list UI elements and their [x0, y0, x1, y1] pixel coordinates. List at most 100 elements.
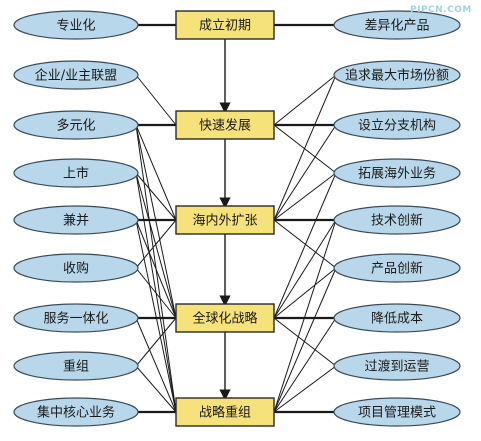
left-item-l1: 专业化 [13, 10, 139, 40]
connector-r7-s5 [273, 317, 337, 413]
oval-shape [13, 253, 139, 283]
oval-shape [13, 110, 139, 140]
connection-lines [135, 23, 337, 414]
oval-shape [13, 351, 139, 381]
left-item-l5: 兼并 [13, 205, 139, 235]
connector-l6-s4 [135, 267, 177, 319]
oval-shape [13, 205, 139, 235]
connector-r5-s4 [273, 219, 337, 319]
connector-l5-s4 [135, 219, 177, 319]
connector-l6-s3 [135, 219, 177, 269]
oval-label: 服务一体化 [43, 311, 108, 327]
left-item-l2: 企业/业主联盟 [13, 60, 139, 90]
right-item-r4: 拓展海外业务 [333, 158, 461, 188]
stage-box-shape [175, 303, 275, 333]
right-item-r7: 降低成本 [333, 303, 461, 333]
stage-label: 全球化战略 [192, 311, 257, 327]
oval-label: 集中核心业务 [37, 405, 115, 421]
connector-l4-s4 [135, 172, 177, 319]
oval-shape [333, 253, 461, 283]
oval-shape [13, 60, 139, 90]
oval-label: 差异化产品 [364, 19, 429, 34]
oval-shape [333, 397, 461, 427]
connector-r6-s4 [273, 267, 337, 319]
connector-r4-s3 [273, 172, 337, 221]
connector-r8-s5 [273, 365, 337, 413]
oval-label: 兼并 [63, 214, 89, 229]
watermark: PIPCN.COM [410, 5, 472, 15]
oval-shape [333, 10, 461, 40]
stage-label: 成立初期 [199, 19, 251, 34]
stage-box-s4: 全球化战略 [175, 303, 275, 333]
left-item-l8: 重组 [13, 351, 139, 381]
connector-r5-s5 [273, 219, 337, 413]
oval-shape [13, 10, 139, 40]
oval-label: 追求最大市场份额 [345, 68, 449, 84]
connector-r2-s2 [273, 74, 337, 126]
stage-box-shape [175, 10, 275, 40]
oval-label: 设立分支机构 [358, 119, 436, 134]
stage-label: 快速发展 [199, 118, 251, 134]
stage-box-shape [175, 205, 275, 235]
connector-l3-s3 [135, 124, 177, 221]
connector-l4-s3 [135, 172, 177, 221]
stage-box-s5: 战略重组 [175, 397, 275, 427]
left-item-l7: 服务一体化 [13, 303, 139, 333]
oval-shape [333, 351, 461, 381]
oval-shape [13, 158, 139, 188]
oval-label: 降低成本 [371, 312, 423, 327]
right-item-r5: 技术创新 [333, 205, 461, 235]
right-item-r8: 过渡到运营 [333, 351, 461, 381]
connector-l2-s2 [135, 74, 177, 126]
oval-label: 专业化 [56, 19, 95, 34]
connector-r4-s4 [273, 172, 337, 319]
oval-label: 多元化 [56, 118, 95, 134]
stage-box-s1: 成立初期 [175, 10, 275, 40]
connector-r3-s3 [273, 124, 337, 221]
oval-label: 拓展海外业务 [358, 166, 436, 182]
oval-shape [333, 303, 461, 333]
right-item-r9: 项目管理模式 [333, 397, 461, 427]
right-item-r6: 产品创新 [333, 253, 461, 283]
connector-l8-s4 [135, 317, 177, 367]
connector-r6-s5 [273, 267, 337, 413]
oval-label: 收购 [63, 261, 89, 277]
connector-l5-s5 [135, 219, 177, 413]
oval-label: 上市 [63, 166, 89, 182]
left-item-l4: 上市 [13, 158, 139, 188]
oval-label: 重组 [63, 359, 89, 375]
stage-label: 战略重组 [199, 405, 251, 421]
oval-label: 技术创新 [371, 213, 423, 229]
stage-box-s3: 海内外扩张 [175, 205, 275, 235]
connector-r6-s3 [273, 219, 337, 269]
oval-label: 企业/业主联盟 [35, 68, 117, 84]
oval-shape [333, 158, 461, 188]
connector-r8-s4 [273, 317, 337, 367]
connector-l8-s5 [135, 365, 177, 413]
oval-label: 过渡到运营 [364, 359, 429, 375]
connector-r2-s3 [273, 74, 337, 221]
oval-label: 产品创新 [371, 261, 423, 277]
connector-r4-s2 [273, 124, 337, 174]
connector-l7-s5 [135, 317, 177, 413]
oval-label: 项目管理模式 [358, 406, 436, 421]
oval-shape [333, 60, 461, 90]
left-item-l6: 收购 [13, 253, 139, 283]
stage-box-shape [175, 110, 275, 140]
right-item-r3: 设立分支机构 [333, 110, 461, 140]
stage-box-shape [175, 397, 275, 427]
oval-shape [333, 110, 461, 140]
stage-label: 海内外扩张 [192, 213, 257, 229]
left-item-l9: 集中核心业务 [13, 397, 139, 427]
oval-shape [13, 397, 139, 427]
stage-box-s2: 快速发展 [175, 110, 275, 140]
oval-shape [13, 303, 139, 333]
left-item-l3: 多元化 [13, 110, 139, 140]
connector-l3-s4 [135, 124, 177, 319]
right-item-r1: 差异化产品 [333, 10, 461, 40]
right-item-r2: 追求最大市场份额 [333, 60, 461, 90]
